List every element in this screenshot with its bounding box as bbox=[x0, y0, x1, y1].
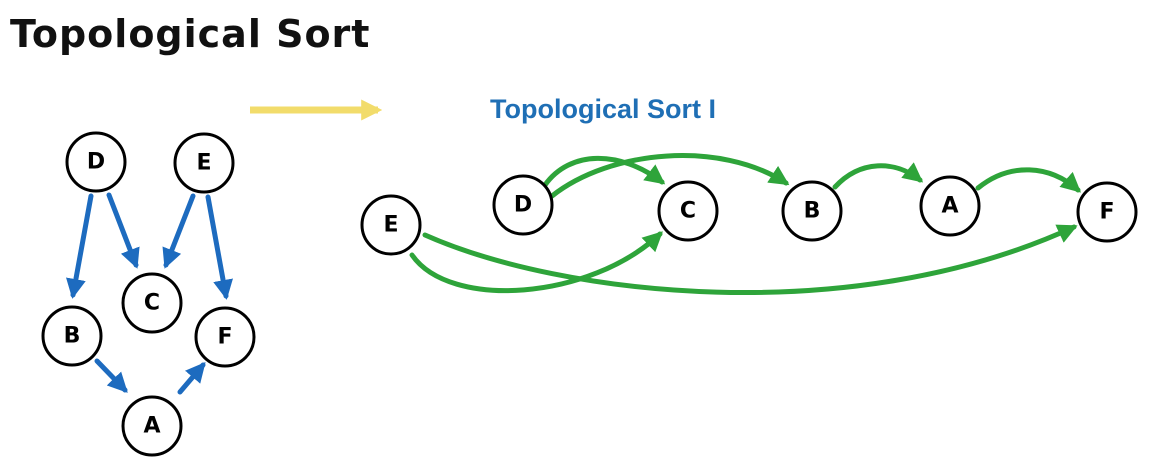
node-label: F bbox=[1099, 200, 1114, 225]
sorted-node-d: D bbox=[492, 174, 554, 236]
sorted-edge-d-c bbox=[542, 155, 666, 188]
graph-node-b: B bbox=[41, 305, 103, 367]
node-label: A bbox=[941, 194, 958, 219]
sorted-edge-b-a bbox=[832, 162, 924, 190]
page-title: Topological Sort bbox=[10, 12, 371, 56]
sorted-node-f: F bbox=[1076, 181, 1138, 243]
node-label: B bbox=[64, 324, 81, 349]
graph-node-c: C bbox=[121, 272, 183, 334]
graph-edge-d-b bbox=[66, 193, 94, 299]
node-label: C bbox=[144, 291, 160, 316]
sorted-edge-d-b bbox=[549, 153, 790, 199]
graph-edge-e-f bbox=[205, 194, 233, 300]
node-label: E bbox=[196, 151, 211, 176]
sorted-edges bbox=[409, 153, 1081, 295]
node-label: A bbox=[143, 414, 160, 439]
sorted-node-e: E bbox=[360, 194, 422, 256]
node-label: B bbox=[804, 199, 821, 224]
node-label: D bbox=[514, 193, 532, 218]
graph-edge-d-c bbox=[106, 192, 140, 269]
sorted-edge-e-c bbox=[409, 231, 663, 294]
sorted-node-b: B bbox=[781, 180, 843, 242]
sorted-node-a: A bbox=[919, 175, 981, 237]
graph-node-a: A bbox=[121, 395, 183, 457]
graph-edges bbox=[66, 192, 233, 395]
node-label: F bbox=[217, 325, 232, 350]
graph-node-d: D bbox=[65, 131, 127, 193]
graph-edge-a-f bbox=[177, 361, 206, 395]
graph-edge-b-a bbox=[94, 358, 128, 393]
sorted-edge-e-f bbox=[422, 224, 1078, 295]
sorted-node-c: C bbox=[657, 180, 719, 242]
node-label: C bbox=[680, 199, 696, 224]
result-title: Topological Sort I bbox=[490, 94, 716, 124]
graph-node-e: E bbox=[173, 132, 235, 194]
graph-edge-e-c bbox=[162, 193, 196, 269]
graph-node-f: F bbox=[194, 306, 256, 368]
node-label: E bbox=[383, 213, 398, 238]
sorted-edge-a-f bbox=[975, 167, 1081, 193]
node-label: D bbox=[87, 150, 105, 175]
